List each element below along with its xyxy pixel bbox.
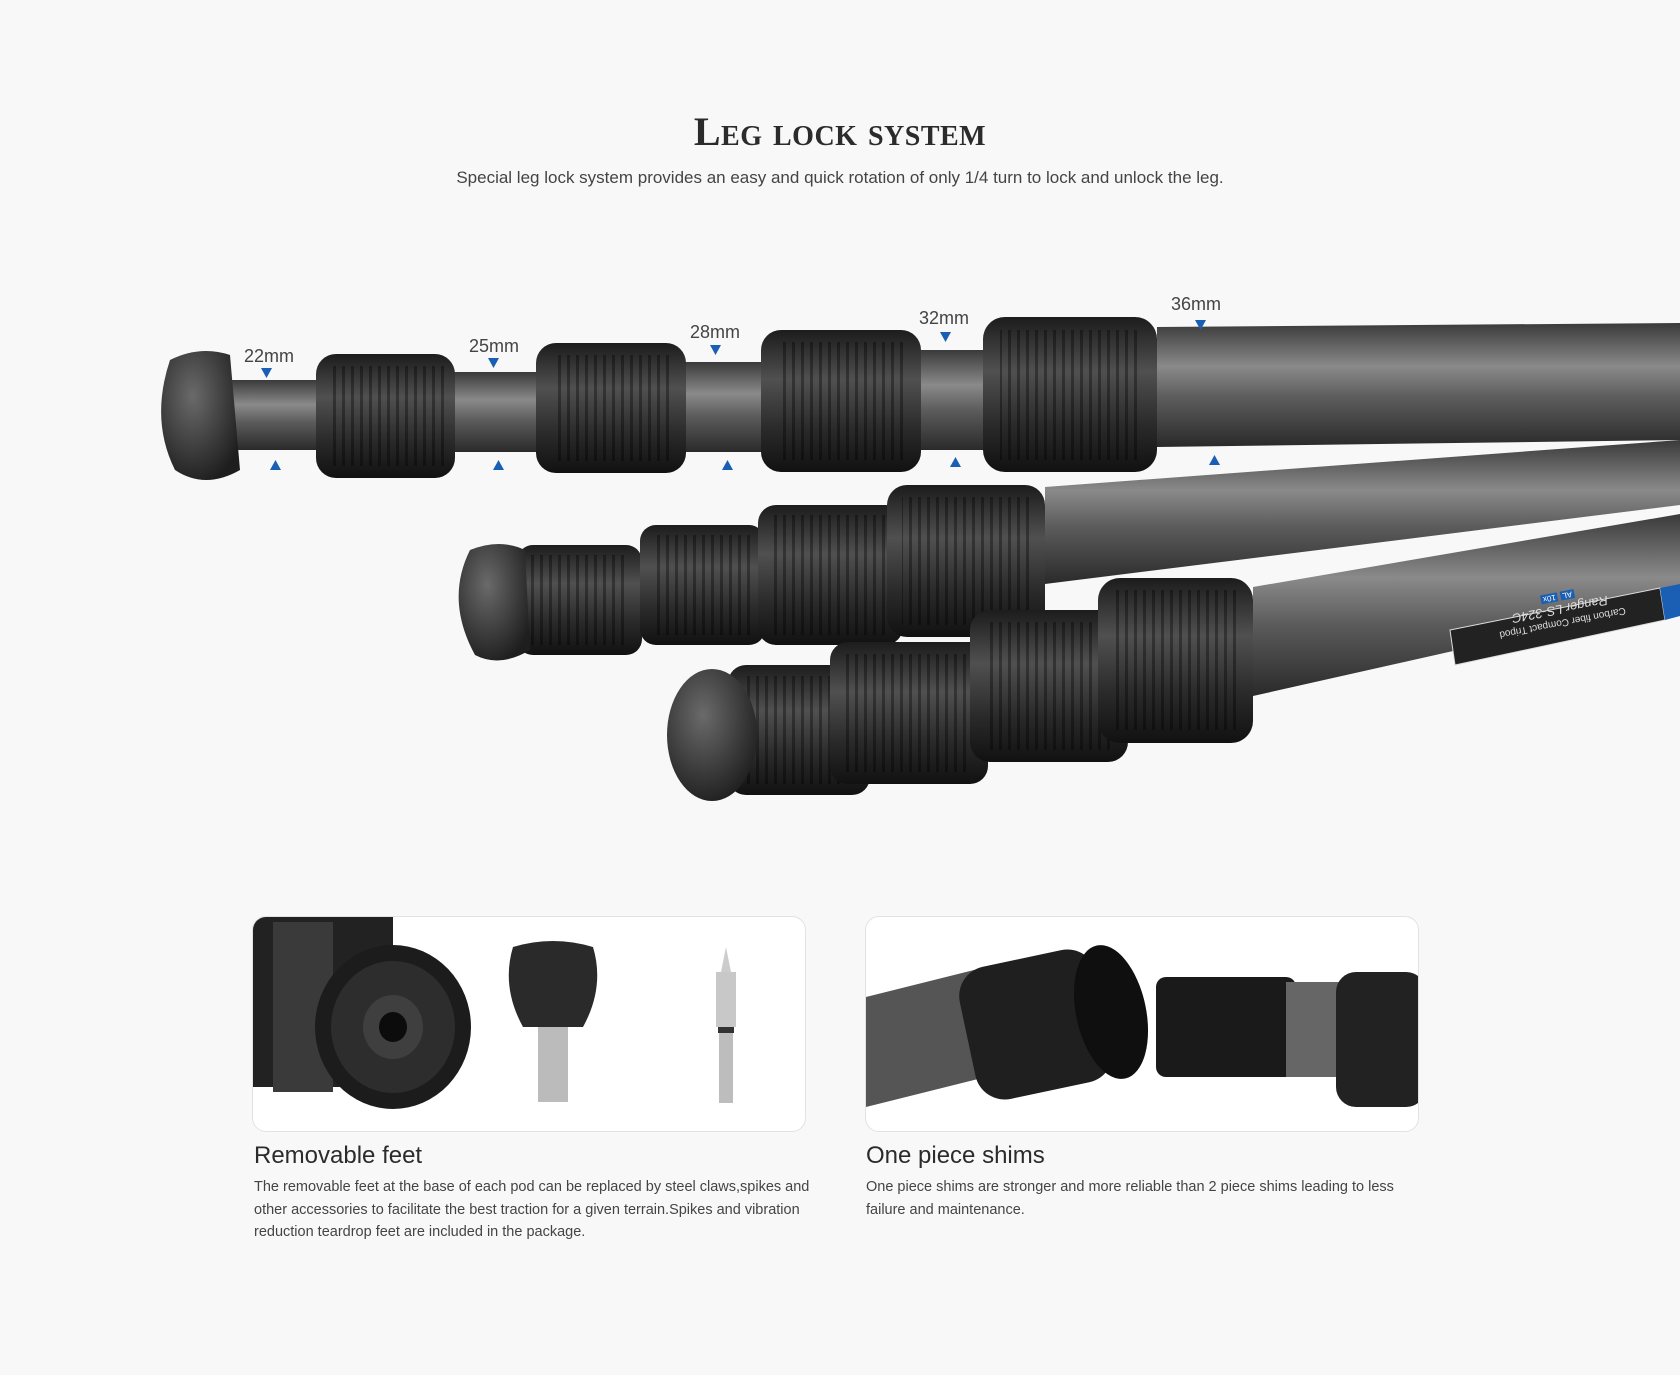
dimension-arrows bbox=[261, 320, 1220, 470]
leg-3 bbox=[667, 514, 1680, 801]
leg-1 bbox=[161, 317, 1680, 480]
feature-body-one-piece-shims: One piece shims are stronger and more re… bbox=[866, 1179, 1394, 1218]
leg-label-badge: AL bbox=[1559, 589, 1575, 601]
feature-title-one-piece-shims: One piece shims bbox=[866, 1142, 1045, 1169]
feature-title-removable-feet: Removable feet bbox=[254, 1142, 423, 1169]
removable-feet-image bbox=[253, 917, 736, 1109]
dimension-label-28mm: 28mm bbox=[689, 322, 741, 342]
dimension-label-36mm: 36mm bbox=[1170, 294, 1222, 314]
feature-body-removable-feet: The removable feet at the base of each p… bbox=[254, 1179, 810, 1240]
rubber-foot bbox=[161, 351, 240, 480]
teardrop-foot-icon bbox=[508, 941, 598, 1027]
one-piece-shims-image bbox=[866, 945, 1418, 1107]
dimension-label-25mm: 25mm bbox=[468, 336, 520, 356]
tripod-legs-image bbox=[161, 317, 1680, 801]
one-piece-shims-image-card bbox=[865, 916, 1419, 1132]
dimension-label-22mm: 22mm bbox=[243, 346, 295, 366]
lock-collar bbox=[316, 317, 1157, 478]
page-subtitle: Special leg lock system provides an easy… bbox=[456, 168, 1224, 187]
dimension-label-32mm: 32mm bbox=[918, 308, 970, 328]
removable-feet-image-card bbox=[252, 916, 806, 1132]
leg-2 bbox=[458, 440, 1680, 661]
spike-icon bbox=[721, 947, 731, 972]
leg-label-badge: 10x bbox=[1540, 592, 1559, 605]
page-title: Leg lock system bbox=[693, 109, 987, 154]
